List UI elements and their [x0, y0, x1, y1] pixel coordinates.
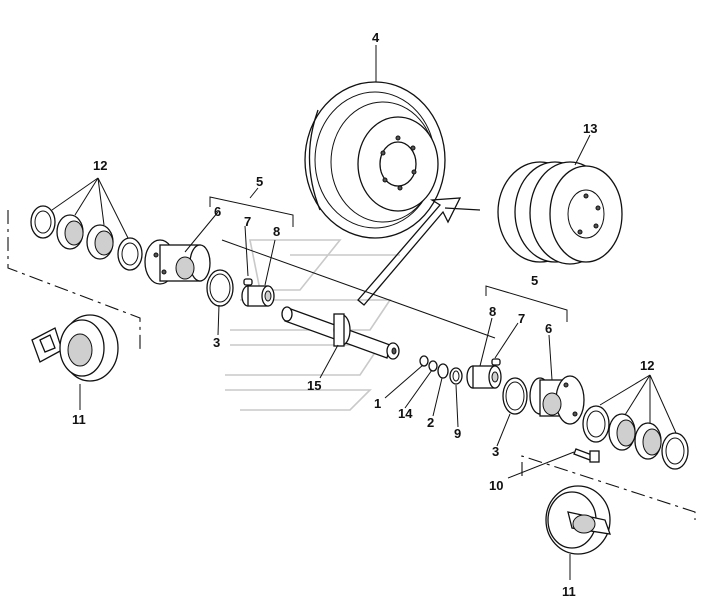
centre-axis — [221, 239, 496, 339]
bracket-5-right — [485, 285, 568, 322]
callout-8-right: 8 — [489, 304, 496, 319]
callout-5-right: 5 — [531, 273, 538, 288]
seal-set-12-right — [582, 405, 689, 470]
bushing-8-left — [241, 285, 275, 307]
collar-6-left — [144, 239, 211, 285]
shaft-15 — [281, 306, 400, 360]
bushing-8-right — [466, 365, 502, 389]
callout-6-left: 6 — [214, 204, 221, 219]
left-assembly-boundary — [7, 210, 141, 350]
callout-7-left: 7 — [244, 214, 251, 229]
callout-14: 14 — [398, 406, 413, 421]
callout-12-right: 12 — [640, 358, 654, 373]
callout-12-left: 12 — [93, 158, 107, 173]
callout-9: 9 — [454, 426, 461, 441]
pin-7-left — [243, 278, 253, 286]
o-ring-3-right — [502, 377, 528, 415]
callout-4: 4 — [372, 30, 380, 45]
callout-1: 1 — [374, 396, 381, 411]
leader-lines — [51, 45, 677, 580]
snap-ring-9 — [449, 367, 463, 385]
callouts: 4 13 12 5 6 7 8 3 11 15 1 14 2 9 5 8 7 6… — [72, 30, 654, 599]
ring-2 — [437, 363, 449, 379]
idler-11-right — [545, 485, 611, 555]
o-ring-3-left — [206, 269, 234, 307]
seal-set-12-left — [30, 205, 143, 271]
bracket-5-left — [209, 196, 294, 227]
callout-6-right: 6 — [545, 321, 552, 336]
callout-5-left: 5 — [256, 174, 263, 189]
pin-7-right — [491, 358, 501, 366]
callout-10: 10 — [489, 478, 503, 493]
callout-13: 13 — [583, 121, 597, 136]
callout-8-left: 8 — [273, 224, 280, 239]
callout-3-left: 3 — [213, 335, 220, 350]
washer-1 — [428, 360, 438, 372]
collar-6-right — [529, 375, 585, 425]
idler-11-left — [31, 314, 119, 382]
roller-wheel-4 — [304, 81, 446, 239]
callout-11-left: 11 — [72, 412, 86, 427]
callout-2: 2 — [427, 415, 434, 430]
bolt-10 — [573, 448, 600, 463]
plug-14 — [419, 355, 429, 367]
watermark — [225, 239, 400, 411]
callout-3-right: 3 — [492, 444, 499, 459]
alternative-arrow — [357, 197, 481, 306]
roller-13 — [497, 161, 623, 265]
callout-11-right: 11 — [562, 584, 576, 599]
right-assembly-boundary — [521, 455, 696, 520]
callout-15: 15 — [307, 378, 321, 393]
callout-7-right: 7 — [518, 311, 525, 326]
